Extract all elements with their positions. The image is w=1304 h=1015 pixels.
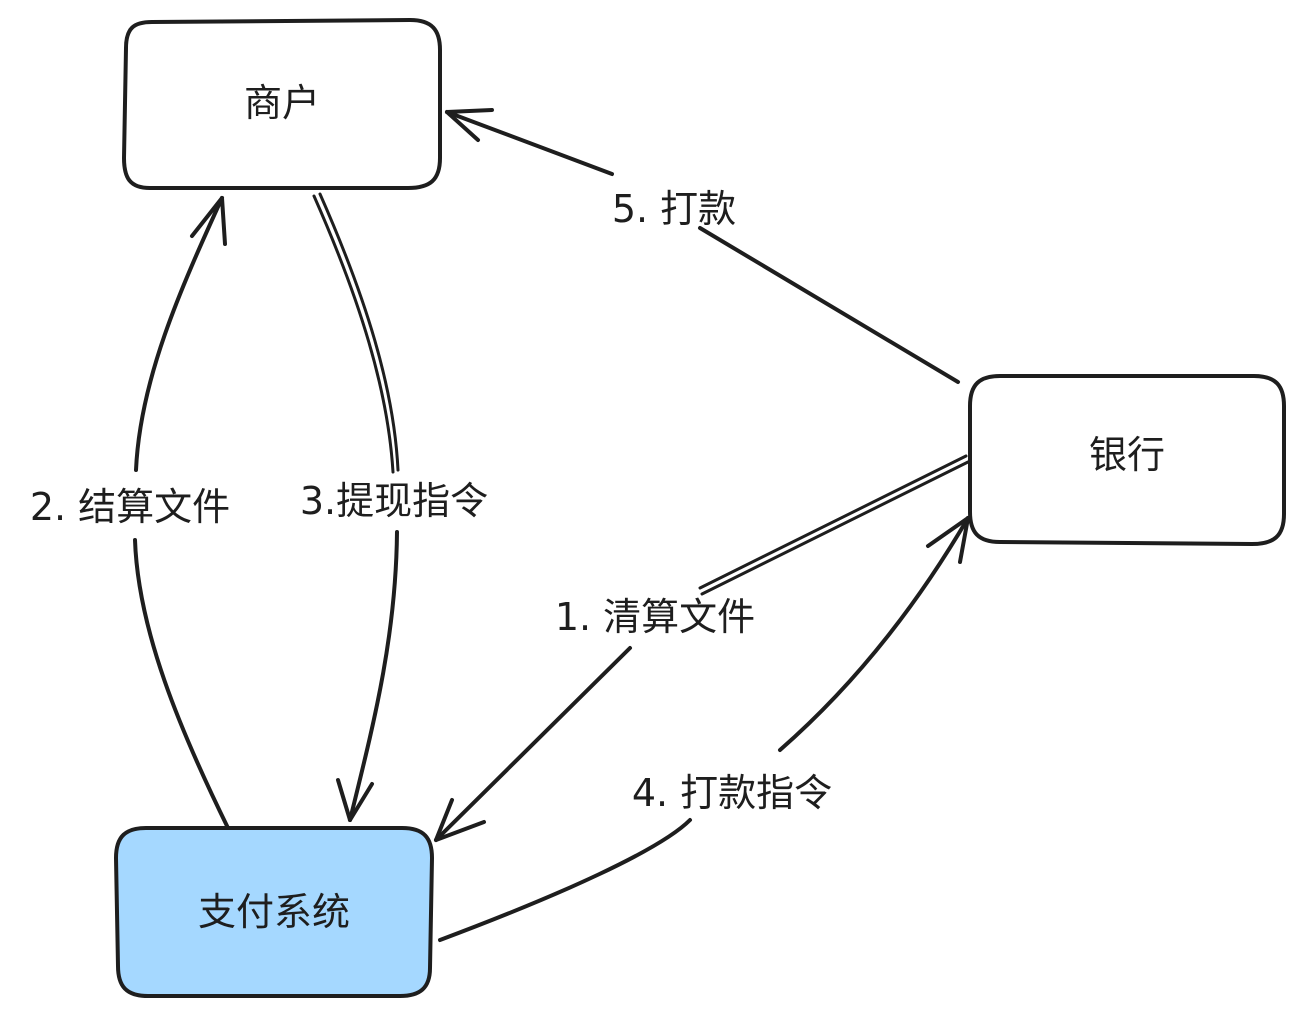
- node-payment-system-label: 支付系统: [198, 890, 350, 934]
- node-payment-system: [114, 826, 434, 998]
- edge-payout: [445, 108, 960, 384]
- node-payment-system-box: [114, 826, 434, 998]
- edge-clearing-file: [434, 454, 970, 842]
- node-merchant: [122, 18, 442, 190]
- node-bank: [968, 374, 1286, 546]
- edge-withdraw-instruction-label: 3.提现指令: [300, 479, 488, 523]
- edge-payout-instruction: [438, 516, 970, 942]
- edge-clearing-file-label: 1. 清算文件: [555, 595, 755, 639]
- edge-withdraw-instruction: [312, 192, 400, 822]
- edge-settlement-file: [133, 196, 230, 830]
- node-bank-label: 银行: [1089, 433, 1165, 477]
- node-merchant-label: 商户: [244, 81, 320, 125]
- node-merchant-box: [122, 18, 442, 190]
- edge-payout-instruction-label: 4. 打款指令: [632, 771, 832, 815]
- node-bank-box: [968, 374, 1286, 546]
- edge-payout-label: 5. 打款: [612, 187, 736, 231]
- edge-settlement-file-label: 2. 结算文件: [30, 485, 230, 529]
